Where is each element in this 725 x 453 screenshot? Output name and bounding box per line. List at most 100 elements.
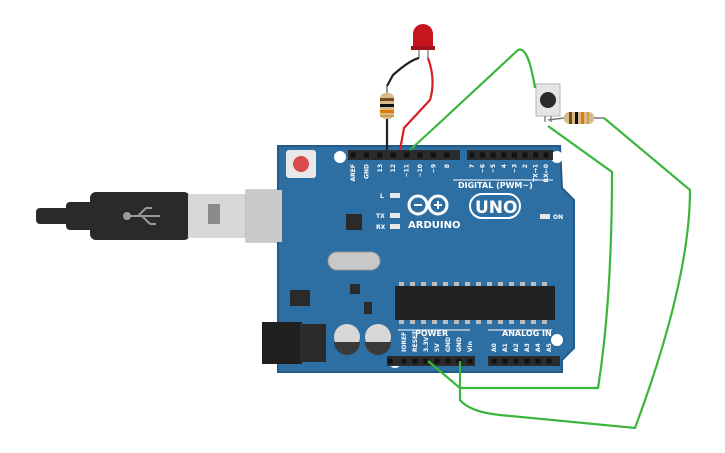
digital-pin[interactable] [490, 152, 496, 158]
power-pin-label: 5V [434, 343, 441, 352]
mounting-hole [334, 151, 346, 163]
power-pin[interactable] [387, 358, 393, 364]
digital-pin[interactable] [444, 152, 450, 158]
digital-pin[interactable] [522, 152, 528, 158]
chip-leg [399, 320, 404, 324]
power-pin[interactable] [434, 358, 440, 364]
crystal-oscillator [327, 251, 381, 271]
analog-pin-label: A2 [513, 343, 520, 352]
digital-pin[interactable] [417, 152, 423, 158]
digital-header-high [467, 150, 553, 160]
small-chip [350, 284, 360, 294]
chip-leg [443, 282, 448, 286]
digital-pin[interactable] [543, 152, 549, 158]
wire-black [385, 56, 420, 150]
regulator [290, 290, 310, 306]
chip-leg [399, 282, 404, 286]
button-resistor [547, 112, 604, 124]
digital-pin[interactable] [533, 152, 539, 158]
status-leds: L TX RX ON [376, 193, 563, 231]
analog-pin-label: A4 [535, 343, 542, 352]
digital-pin[interactable] [404, 152, 410, 158]
chip-leg [465, 282, 470, 286]
analog-pin[interactable] [546, 358, 552, 364]
usb-cable [36, 189, 283, 243]
power-jack [262, 322, 326, 364]
chip-leg [498, 320, 503, 324]
digital-pin-label: ~5 [490, 164, 497, 173]
mounting-hole [551, 151, 563, 163]
wire-green-gnd [458, 117, 692, 430]
digital-pin[interactable] [350, 152, 356, 158]
brand-label: ARDUINO [408, 220, 460, 231]
digital-pin[interactable] [390, 152, 396, 158]
led-resistor [380, 86, 394, 119]
digital-pin-label: ~6 [480, 164, 487, 173]
digital-pin[interactable] [480, 152, 486, 158]
analog-pin[interactable] [502, 358, 508, 364]
analog-header [488, 356, 560, 366]
wire-red [398, 57, 434, 151]
chip-leg [498, 282, 503, 286]
chip-leg [520, 320, 525, 324]
led-label-on: ON [553, 214, 563, 221]
digital-pin-label: ~10 [417, 164, 424, 177]
analog-pin-label: A3 [524, 343, 531, 352]
small-chip [364, 302, 372, 314]
chip-leg [487, 320, 492, 324]
power-pin-label: RESET [412, 330, 419, 352]
power-pin[interactable] [445, 358, 451, 364]
analog-pin[interactable] [491, 358, 497, 364]
usb-icon [123, 207, 160, 225]
chip-leg [509, 282, 514, 286]
mounting-hole [551, 334, 563, 346]
chip-leg [476, 320, 481, 324]
chip-leg [520, 282, 525, 286]
analog-pin[interactable] [513, 358, 519, 364]
digital-pin[interactable] [430, 152, 436, 158]
chip-leg [421, 320, 426, 324]
power-pin[interactable] [467, 358, 473, 364]
analog-pin-label: A0 [491, 343, 498, 352]
usb-chip [346, 214, 362, 230]
chip-leg [542, 282, 547, 286]
analog-pin-label: A1 [502, 343, 509, 352]
capacitor [334, 324, 360, 355]
wire-green-5v [427, 125, 614, 390]
red-led [411, 24, 435, 58]
digital-pin[interactable] [501, 152, 507, 158]
analog-pin[interactable] [535, 358, 541, 364]
capacitor [365, 324, 391, 355]
analog-pin-label: A5 [546, 343, 553, 352]
power-pin[interactable] [423, 358, 429, 364]
chip-leg [531, 320, 536, 324]
digital-pin-label: AREF [350, 164, 357, 181]
chip-leg [432, 320, 437, 324]
digital-pin-label: ~11 [404, 164, 411, 177]
digital-pin[interactable] [511, 152, 517, 158]
model-label: UNO [475, 198, 517, 218]
power-header [387, 356, 475, 366]
digital-pin-label: 13 [377, 164, 384, 172]
chip-leg [476, 282, 481, 286]
chip-leg [410, 282, 415, 286]
digital-pin-label: 4 [501, 164, 508, 168]
digital-pin-label: RX←0 [543, 164, 550, 182]
digital-pin[interactable] [363, 152, 369, 158]
power-pin[interactable] [401, 358, 407, 364]
pushbutton[interactable] [535, 83, 561, 122]
power-pin-label: 3.3V [423, 336, 430, 352]
power-pin-label: Vin [467, 341, 474, 352]
analog-header-label: ANALOG IN [502, 329, 552, 338]
digital-pin-label: ~9 [430, 164, 437, 173]
reset-button[interactable] [286, 150, 316, 178]
analog-pin[interactable] [524, 358, 530, 364]
digital-header-label: DIGITAL (PWM~) [458, 181, 533, 190]
digital-pin[interactable] [377, 152, 383, 158]
usb-port [246, 190, 282, 242]
led-label-l: L [380, 193, 384, 200]
digital-pin[interactable] [469, 152, 475, 158]
power-pin-label: IOREF [401, 332, 408, 352]
digital-pin-label: 8 [444, 164, 451, 168]
power-pin[interactable] [412, 358, 418, 364]
